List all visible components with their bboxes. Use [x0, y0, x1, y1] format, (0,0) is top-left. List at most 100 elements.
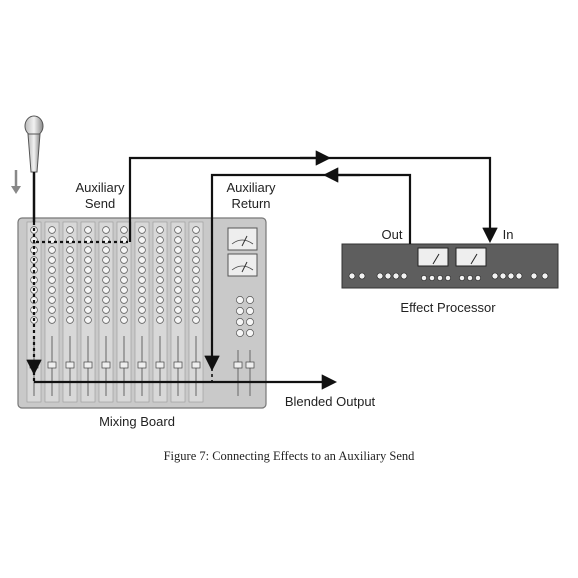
knob-icon	[192, 276, 200, 284]
processor-knobs	[348, 272, 549, 281]
knob-icon	[48, 316, 56, 324]
knob-icon	[156, 306, 164, 314]
knob-icon	[392, 272, 400, 280]
knob-icon	[120, 286, 128, 294]
knob-icon	[48, 296, 56, 304]
knob-icon	[120, 296, 128, 304]
knob-icon	[120, 266, 128, 274]
knob-icon	[236, 307, 244, 315]
knob-icon	[120, 276, 128, 284]
knob-icon	[138, 296, 146, 304]
knob-icon	[66, 266, 74, 274]
blended-output-label: Blended Output	[285, 394, 376, 409]
knob-icon	[138, 306, 146, 314]
knob-icon	[515, 272, 523, 280]
knob-icon	[541, 272, 549, 280]
knob-icon	[246, 318, 254, 326]
channel-strip	[80, 221, 96, 403]
channel-strip	[62, 221, 78, 403]
knob-icon	[192, 226, 200, 234]
knob-icon	[174, 296, 182, 304]
knob-icon	[102, 276, 110, 284]
knob-icon	[102, 316, 110, 324]
knob-icon	[102, 226, 110, 234]
fader-icon	[155, 361, 165, 369]
knob-icon	[102, 246, 110, 254]
signal-down-arrow-icon	[11, 170, 21, 194]
fader-icon	[191, 361, 201, 369]
knob-icon	[120, 226, 128, 234]
fader-icon	[83, 361, 93, 369]
knob-icon	[138, 266, 146, 274]
channel-strip	[152, 221, 168, 403]
knob-icon	[84, 276, 92, 284]
knob-icon	[192, 256, 200, 264]
knob-icon	[491, 272, 499, 280]
fader-icon	[101, 361, 111, 369]
knob-icon	[84, 306, 92, 314]
channel-strip	[170, 221, 186, 403]
knob-icon	[48, 226, 56, 234]
knob-icon	[246, 329, 254, 337]
knob-icon	[84, 246, 92, 254]
knob-icon	[174, 286, 182, 294]
knob-icon	[499, 272, 507, 280]
effect-processor-label: Effect Processor	[400, 300, 496, 315]
knob-icon	[48, 286, 56, 294]
knob-icon	[66, 286, 74, 294]
knob-icon	[467, 275, 473, 281]
knob-icon	[120, 256, 128, 264]
knob-icon	[192, 236, 200, 244]
knob-icon	[102, 306, 110, 314]
knob-icon	[102, 266, 110, 274]
knob-icon	[48, 266, 56, 274]
fader-icon	[119, 361, 129, 369]
effect-processor-unit	[341, 243, 559, 289]
knob-icon	[376, 272, 384, 280]
knob-icon	[421, 275, 427, 281]
knob-icon	[174, 226, 182, 234]
channel-strip	[98, 221, 114, 403]
knob-icon	[507, 272, 515, 280]
master-section	[233, 296, 255, 396]
knob-icon	[138, 226, 146, 234]
figure-caption: Figure 7: Connecting Effects to an Auxil…	[163, 449, 415, 463]
knob-icon	[48, 256, 56, 264]
knob-icon	[48, 246, 56, 254]
knob-icon	[138, 246, 146, 254]
knob-icon	[174, 236, 182, 244]
knob-icon	[174, 266, 182, 274]
knob-icon	[102, 256, 110, 264]
knob-icon	[174, 256, 182, 264]
knob-icon	[102, 296, 110, 304]
knob-icon	[156, 226, 164, 234]
channel-strip	[134, 221, 150, 403]
knob-icon	[66, 276, 74, 284]
mixing-board	[17, 217, 267, 409]
fader-icon	[173, 361, 183, 369]
aux-return-label-line1: Auxiliary	[226, 180, 276, 195]
knob-icon	[84, 226, 92, 234]
knob-icon	[84, 316, 92, 324]
knob-icon	[66, 226, 74, 234]
knob-icon	[66, 246, 74, 254]
knob-icon	[138, 256, 146, 264]
knob-icon	[138, 286, 146, 294]
knob-icon	[102, 286, 110, 294]
mixing-board-label: Mixing Board	[99, 414, 175, 429]
knob-icon	[400, 272, 408, 280]
knob-icon	[246, 296, 254, 304]
knob-icon	[156, 286, 164, 294]
knob-icon	[192, 246, 200, 254]
knob-icon	[84, 296, 92, 304]
channel-strips	[26, 221, 204, 403]
knob-icon	[156, 236, 164, 244]
knob-icon	[459, 275, 465, 281]
knob-icon	[156, 266, 164, 274]
knob-icon	[156, 296, 164, 304]
knob-icon	[192, 286, 200, 294]
microphone-icon	[24, 115, 44, 222]
aux-send-label-line2: Send	[85, 196, 115, 211]
knob-icon	[84, 286, 92, 294]
